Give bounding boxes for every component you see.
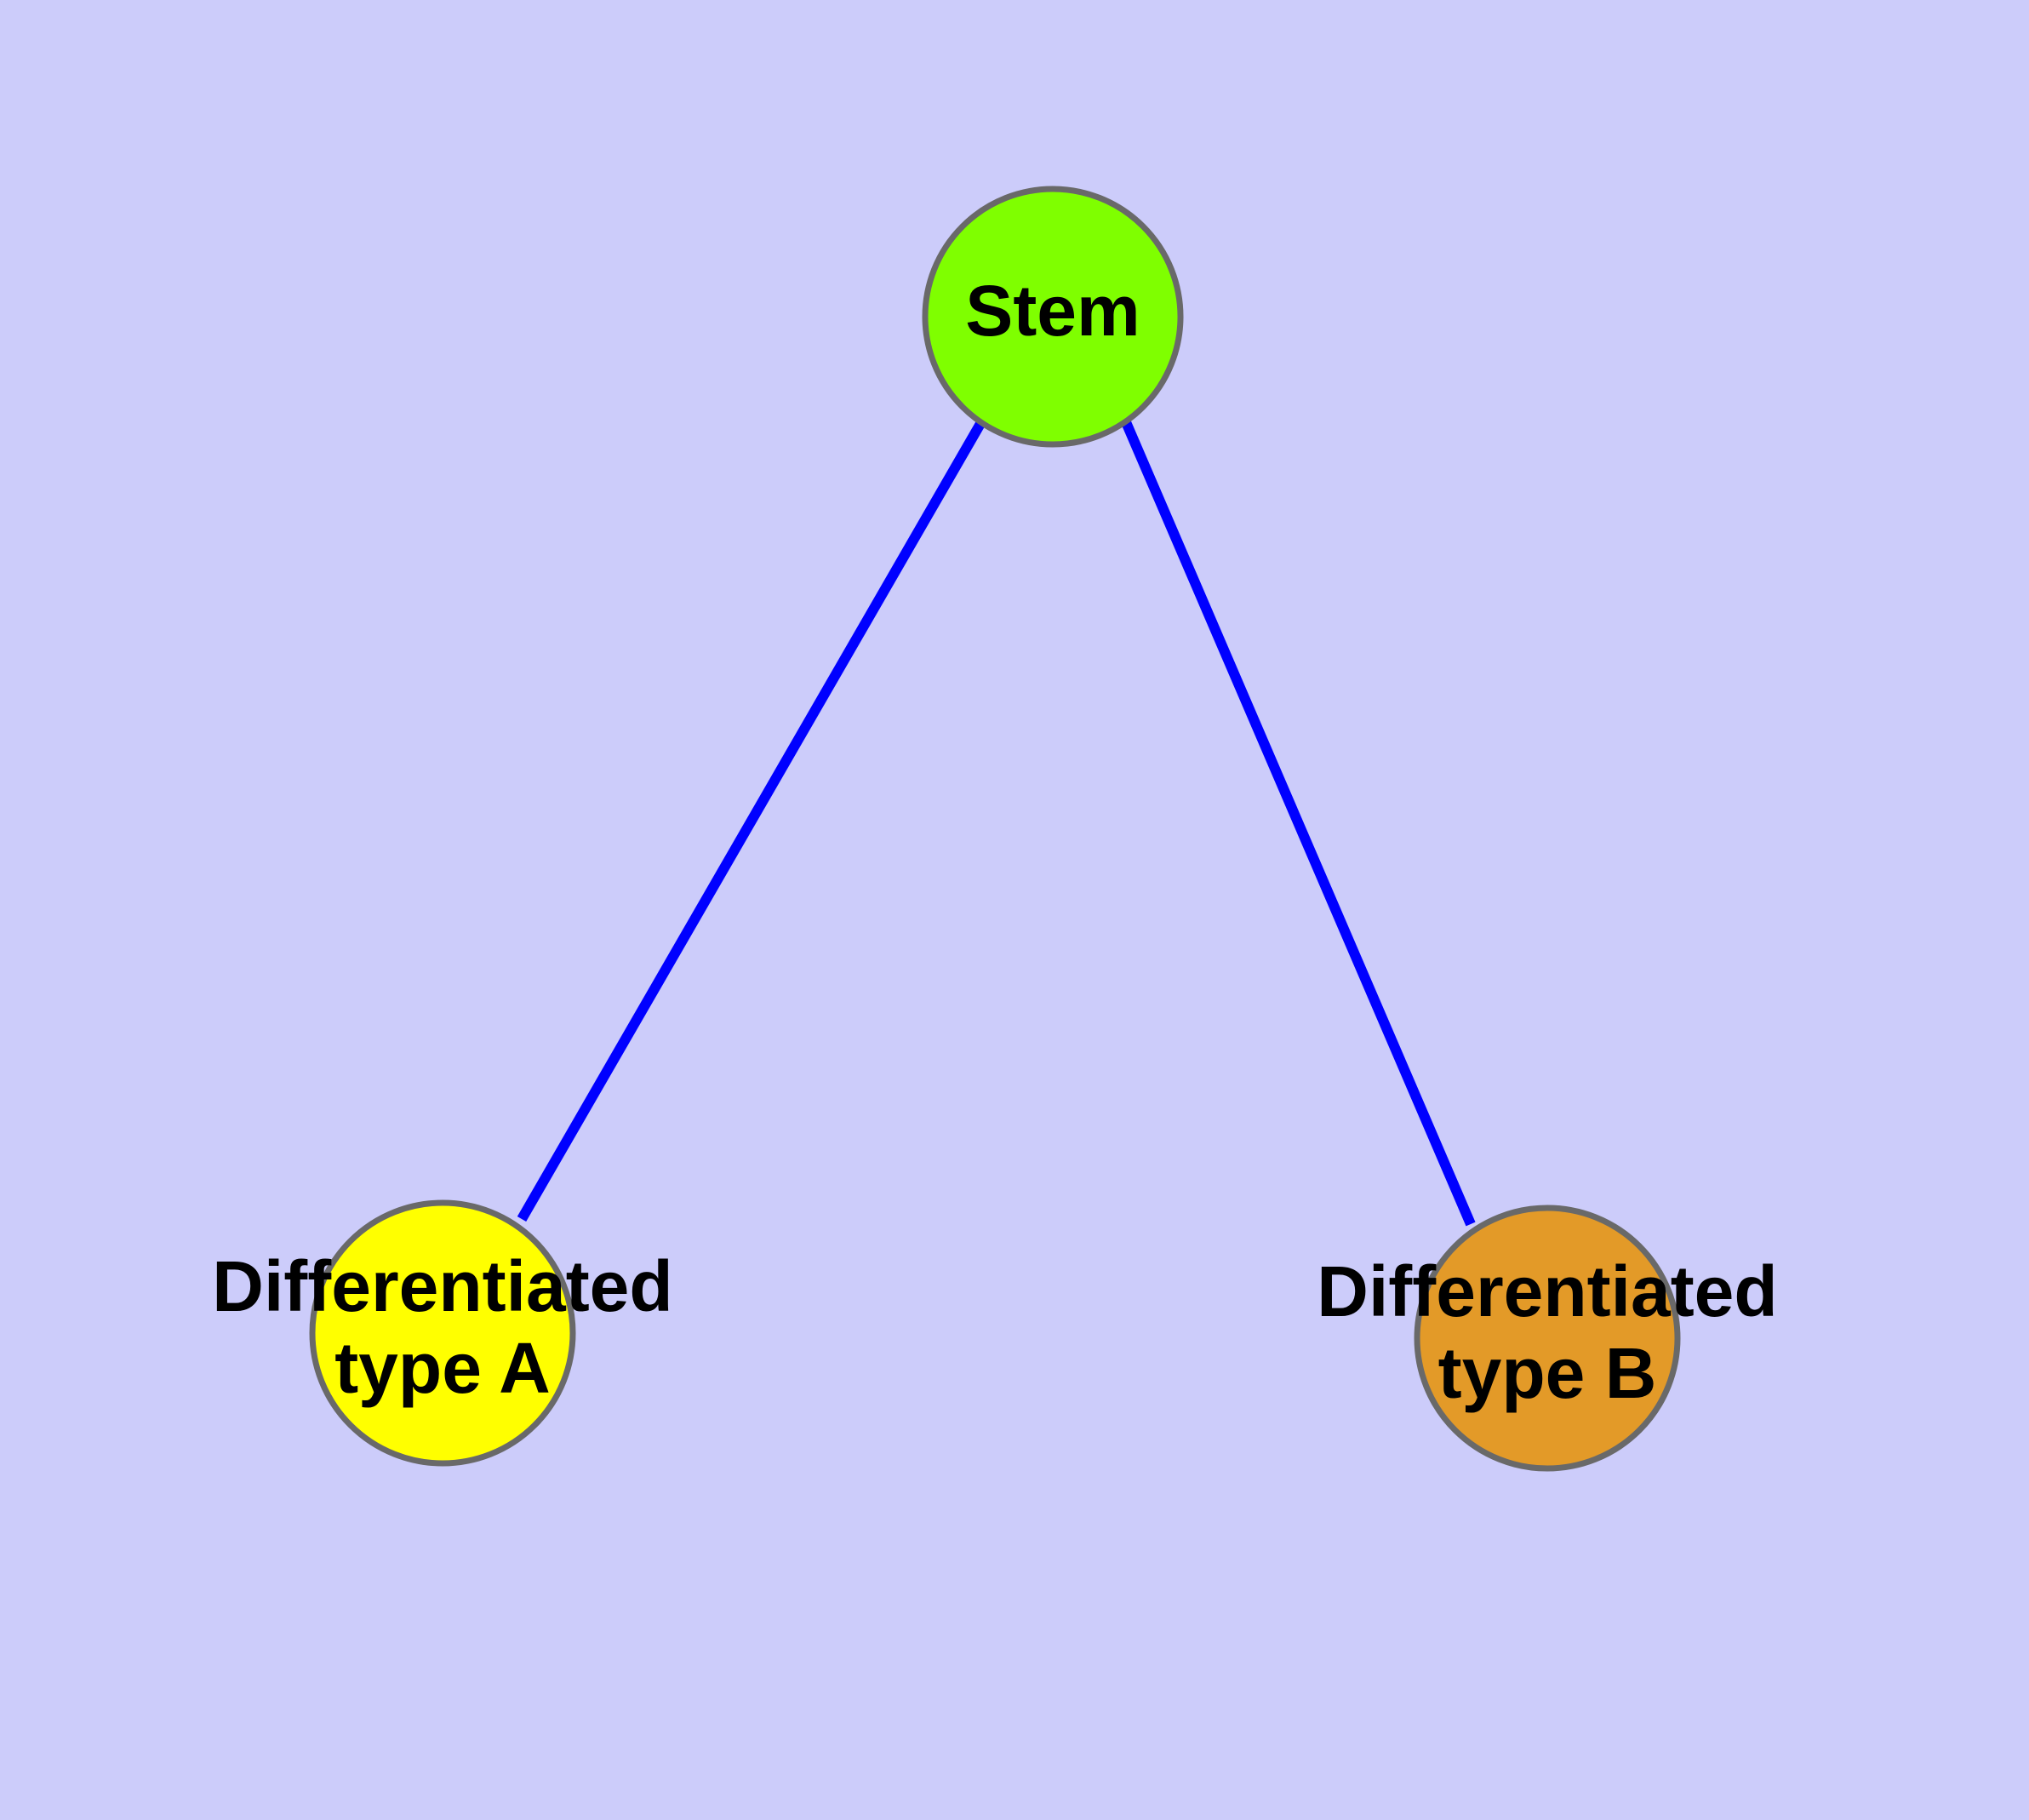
edges-layer [517,420,1476,1227]
node-stem-circle[interactable] [922,186,1184,448]
node-stem-label: Stem [965,271,1140,351]
node-label-line: Differentiated [1317,1251,1777,1331]
node-label-line: Differentiated [212,1246,672,1326]
node-label-line: type A [334,1328,551,1408]
node-label-line: Stem [965,271,1140,351]
node-label-line: type B [1438,1333,1657,1413]
edge-stem-to-differentiated-type-b[interactable] [1121,420,1476,1227]
node-stem[interactable]: Stem [922,186,1184,448]
node-differentiated-type-b-circle[interactable] [1414,1205,1681,1472]
node-differentiated-type-a-circle[interactable] [309,1199,576,1467]
edge-stem-to-differentiated-type-a[interactable] [517,420,986,1222]
